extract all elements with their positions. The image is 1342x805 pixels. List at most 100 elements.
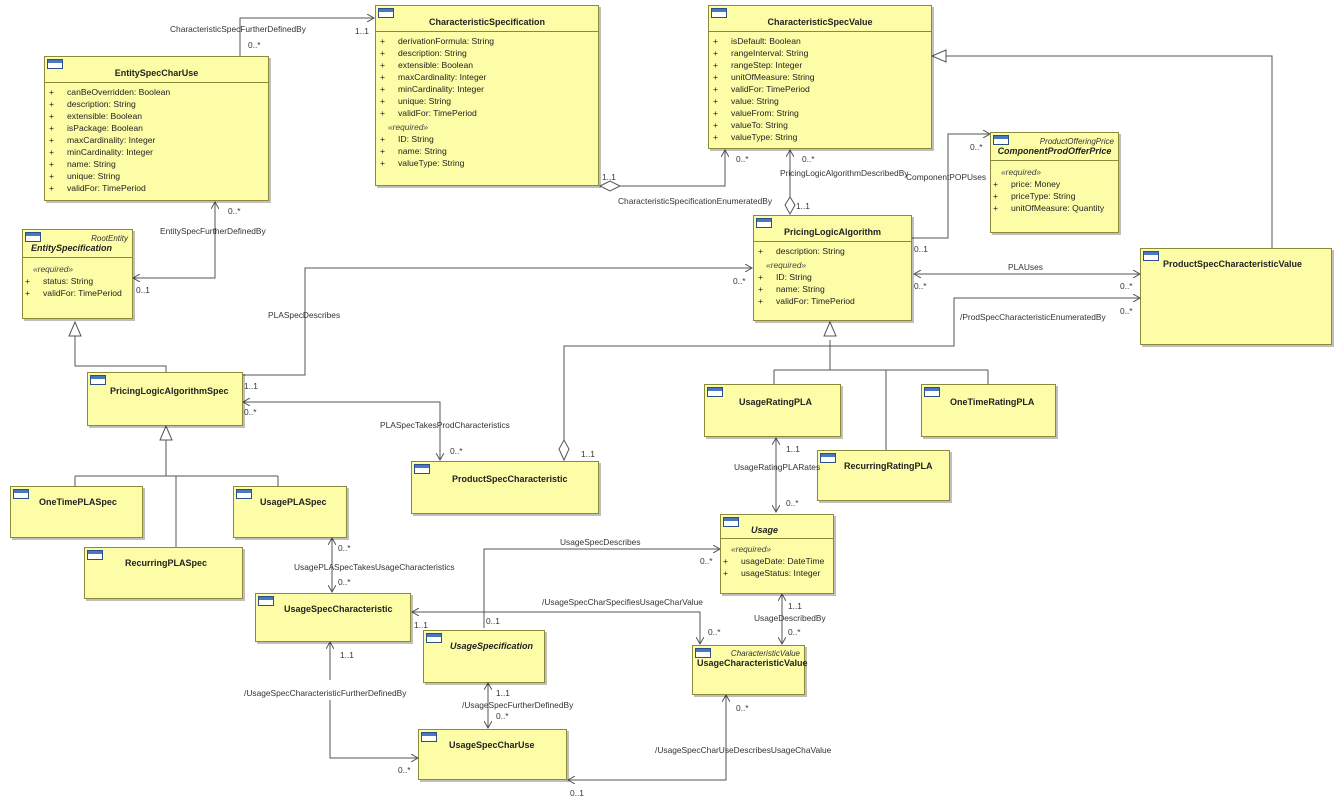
class-stereotype: RootEntity	[91, 234, 128, 243]
multiplicity: 0..*	[1120, 281, 1133, 291]
multiplicity: 0..*	[736, 703, 749, 713]
attribute: +priceType: String	[993, 191, 1076, 201]
attribute: +valueType: String	[713, 132, 798, 142]
class-usage-pla-spec[interactable]: UsagePLASpec	[233, 486, 347, 538]
attribute: +maxCardinality: Integer	[380, 72, 487, 82]
class-name: ProductSpecCharacteristic	[452, 474, 568, 484]
class-usage[interactable]: Usage «required» +usageDate: DateTime +u…	[720, 514, 834, 594]
label-pla-spec-describes: PLASpecDescribes	[268, 310, 341, 320]
class-product-spec-characteristic[interactable]: ProductSpecCharacteristic	[411, 461, 599, 514]
attribute: +extensible: Boolean	[49, 111, 143, 121]
attribute: +valueTo: String	[713, 120, 788, 130]
class-stereotype: ProductOfferingPrice	[1039, 137, 1114, 146]
stereotype-group: «required»	[731, 544, 772, 554]
label-usage-described-by: UsageDescribedBy	[754, 613, 826, 623]
stereotype-group: «required»	[766, 260, 807, 270]
class-entity-specification[interactable]: RootEntity EntitySpecification «required…	[22, 229, 133, 319]
class-characteristic-spec-value[interactable]: CharacteristicSpecValue +isDefault: Bool…	[708, 5, 932, 149]
multiplicity: 0..*	[736, 154, 749, 164]
class-name: Usage	[751, 525, 779, 535]
class-pricing-logic-algorithm[interactable]: PricingLogicAlgorithm +description: Stri…	[753, 215, 912, 321]
class-component-prod-offer-price[interactable]: ProductOfferingPrice ComponentProdOfferP…	[990, 132, 1119, 233]
stereotype-group: «required»	[388, 122, 429, 132]
stereotype-group: «required»	[1001, 167, 1042, 177]
multiplicity: 0..1	[486, 616, 500, 626]
class-entity-spec-char-use[interactable]: EntitySpecCharUse +canBeOverridden: Bool…	[44, 56, 269, 201]
class-icon	[236, 489, 252, 499]
class-one-time-pla-spec[interactable]: OneTimePLASpec	[10, 486, 143, 538]
attribute: +validFor: TimePeriod	[380, 108, 477, 118]
attribute: +unique: String	[49, 171, 121, 181]
class-icon	[1143, 251, 1159, 261]
assoc-component-pop-uses	[912, 134, 990, 239]
label-pla-described-by: PricingLogicAlgorithmDescribedBy	[780, 168, 909, 178]
multiplicity: 1..1	[340, 650, 354, 660]
multiplicity: 0..*	[802, 154, 815, 164]
class-usage-spec-characteristic[interactable]: UsageSpecCharacteristic	[255, 593, 411, 642]
class-name: ProductSpecCharacteristicValue	[1163, 259, 1303, 269]
multiplicity: 0..*	[244, 407, 257, 417]
class-pricing-logic-algorithm-spec[interactable]: PricingLogicAlgorithmSpec	[87, 372, 243, 426]
label-prod-spec-char-enumerated-by: /ProdSpecCharacteristicEnumeratedBy	[960, 312, 1106, 322]
class-name: RecurringRatingPLA	[844, 461, 933, 471]
attribute: +validFor: TimePeriod	[25, 288, 122, 298]
multiplicity: 1..1	[581, 449, 595, 459]
attribute: +minCardinality: Integer	[380, 84, 484, 94]
attribute: +name: String	[49, 159, 116, 169]
class-name: OneTimePLASpec	[39, 497, 117, 507]
class-recurring-pla-spec[interactable]: RecurringPLASpec	[84, 547, 243, 599]
class-usage-rating-pla[interactable]: UsageRatingPLA	[704, 384, 841, 437]
class-icon	[723, 517, 739, 527]
attribute: +value: String	[713, 96, 779, 106]
assoc-usc-further-defined-by	[329, 700, 418, 758]
class-icon	[258, 596, 274, 606]
class-name: OneTimeRatingPLA	[950, 397, 1035, 407]
class-name: UsageRatingPLA	[739, 397, 813, 407]
class-usage-specification[interactable]: UsageSpecification	[423, 630, 545, 683]
class-product-spec-characteristic-value[interactable]: ProductSpecCharacteristicValue	[1140, 248, 1332, 345]
class-recurring-rating-pla[interactable]: RecurringRatingPLA	[817, 450, 950, 501]
attribute: +name: String	[758, 284, 825, 294]
class-icon	[378, 8, 394, 18]
class-usage-spec-char-use[interactable]: UsageSpecCharUse	[418, 729, 567, 780]
attribute: +price: Money	[993, 179, 1061, 189]
attribute: +minCardinality: Integer	[49, 147, 153, 157]
class-usage-characteristic-value[interactable]: CharacteristicValue UsageCharacteristicV…	[692, 645, 808, 695]
attribute: +rangeInterval: String	[713, 48, 809, 58]
attribute: +description: String	[49, 99, 136, 109]
class-name: PricingLogicAlgorithm	[783, 227, 881, 237]
multiplicity: 0..*	[788, 627, 801, 637]
attribute: +usageDate: DateTime	[723, 556, 825, 566]
class-characteristic-specification[interactable]: CharacteristicSpecification +derivationF…	[375, 5, 599, 186]
attribute: +derivationFormula: String	[380, 36, 495, 46]
class-icon	[25, 232, 41, 242]
stereotype-group: «required»	[33, 264, 74, 274]
attribute: +maxCardinality: Integer	[49, 135, 156, 145]
assoc-usage-spec-describes	[483, 549, 720, 628]
multiplicity: 1..1	[788, 601, 802, 611]
label-usage-spec-further-defined-by: /UsageSpecFurtherDefinedBy	[462, 700, 574, 710]
assoc-uscu-describes-ucv	[568, 695, 726, 781]
attribute: +ID: String	[758, 272, 812, 282]
class-icon	[820, 453, 836, 463]
multiplicity: 1..1	[244, 381, 258, 391]
class-icon	[90, 375, 106, 385]
attribute: +status: String	[25, 276, 94, 286]
multiplicity: 0..*	[338, 577, 351, 587]
generalization-pla-tree	[773, 340, 989, 450]
assoc-pla-spec-takes-prod-chars	[243, 401, 440, 460]
multiplicity: 0..*	[228, 206, 241, 216]
attribute: +description: String	[380, 48, 467, 58]
class-name: CharacteristicSpecification	[428, 17, 546, 27]
class-one-time-rating-pla[interactable]: OneTimeRatingPLA	[921, 384, 1056, 437]
label-uscu-describes-ucv: /UsageSpecCharUseDescribesUsageChaValue	[655, 745, 832, 755]
class-name: EntitySpecCharUse	[114, 68, 199, 78]
attribute: +unitOfMeasure: Quantity	[993, 203, 1105, 213]
label-entity-spec-further-defined-by: EntitySpecFurtherDefinedBy	[160, 226, 266, 236]
attribute: +ID: String	[380, 134, 434, 144]
multiplicity: 1..1	[355, 26, 369, 36]
attribute: +valueType: String	[380, 158, 465, 168]
generalization-es	[74, 335, 167, 372]
class-icon	[711, 8, 727, 18]
